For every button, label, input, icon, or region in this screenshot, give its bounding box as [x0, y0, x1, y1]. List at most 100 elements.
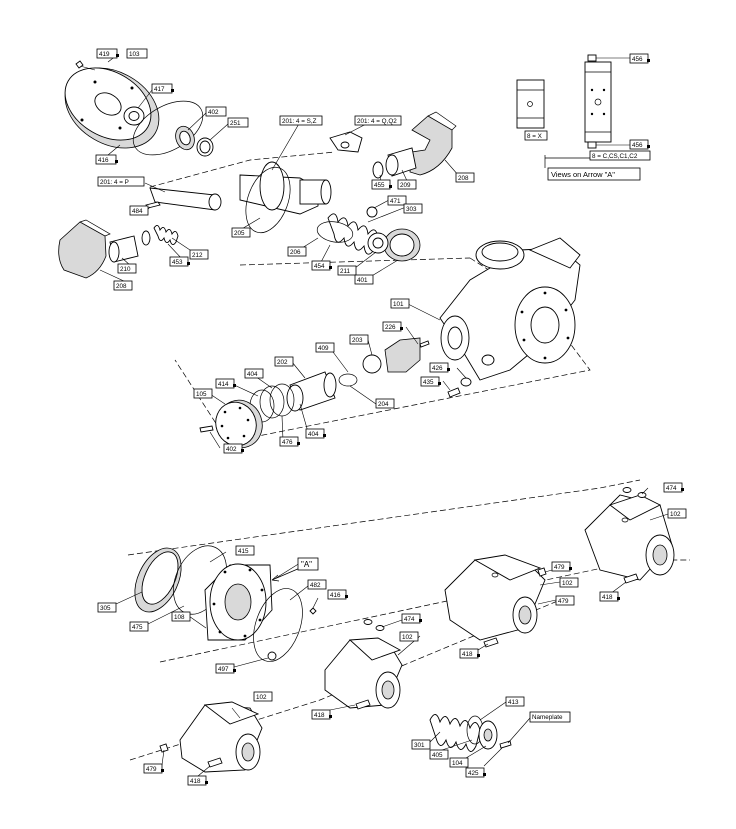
fitting-479b: [159, 743, 169, 753]
label-103: 103: [126, 48, 148, 59]
pin-226: [419, 340, 430, 348]
part-number-text: 416: [98, 157, 109, 164]
label-nameplate: Nameplate: [529, 711, 571, 723]
label-201-p: 201: 4 = P: [97, 176, 145, 187]
shim-305: [134, 547, 182, 613]
part-number-text: 303: [406, 206, 417, 213]
part-number-text: 209: [400, 182, 411, 189]
label-419: 419: [96, 48, 119, 59]
label-425: 425: [465, 767, 486, 778]
part-number-text: 475: [132, 624, 143, 631]
part-number-text: 415: [238, 548, 249, 555]
part-number-text: 435: [423, 379, 434, 386]
part-number-text: 416: [330, 592, 341, 599]
label-301: 301: [411, 739, 431, 750]
label-453: 453: [169, 256, 190, 267]
label-479a: 479: [551, 561, 572, 572]
part-number-text: 497: [218, 666, 229, 673]
label-211: 211: [337, 265, 357, 276]
label-456b: 456: [629, 139, 650, 150]
arrow-a: [271, 567, 301, 582]
label-210: 210: [117, 263, 137, 274]
label-8x: 8 = X: [524, 130, 548, 141]
pin-416b: [309, 607, 317, 615]
label-206: 206: [287, 246, 307, 257]
label-212: 212: [189, 249, 209, 260]
part-number-text: 102: [670, 511, 681, 518]
label-104: 104: [449, 757, 469, 768]
part-number-text: 405: [432, 752, 443, 759]
part-number-text: 105: [196, 391, 207, 398]
label-202: 202: [274, 356, 294, 367]
part-number-text: 101: [393, 301, 404, 308]
seal-474a: [622, 487, 632, 493]
label-203: 203: [349, 334, 369, 345]
seal-497: [267, 651, 277, 661]
ring-206: [316, 221, 354, 243]
label-209: 209: [397, 179, 417, 190]
label-8c: 8 = C,CS,C1,C2: [589, 150, 651, 161]
upper-leaders: [99, 54, 467, 449]
part-number-text: 404: [247, 371, 258, 378]
part-number-text: 102: [562, 580, 573, 587]
ring-455: [372, 161, 384, 179]
label-102a: 102: [667, 508, 687, 519]
label-a: "A": [297, 557, 319, 571]
label-454: 454: [311, 260, 332, 271]
label-418c: 418: [311, 709, 332, 720]
label-303: 303: [403, 203, 423, 214]
part-number-text: 201: 4 = Q,Q2: [357, 118, 397, 125]
part-number-text: 402: [226, 446, 237, 453]
part-number-text: 205: [234, 230, 245, 237]
label-475: 475: [129, 621, 149, 632]
part-number-text: 203: [352, 337, 363, 344]
label-205: 205: [231, 227, 251, 238]
label-416b: 416: [327, 589, 348, 600]
part-number-text: 454: [314, 263, 325, 270]
part-number-text: 226: [385, 324, 396, 331]
part-number-text: 413: [508, 699, 519, 706]
part-number-text: 479: [146, 766, 157, 773]
valve-block-102c: [324, 637, 403, 709]
label-479c: 479: [143, 763, 164, 774]
coupling-210: [108, 235, 139, 263]
shaft-201-q: [329, 131, 363, 153]
part-number-text: 404: [308, 431, 319, 438]
part-number-text: 474: [404, 616, 415, 623]
fitting-479a: [537, 567, 547, 577]
part-number-text: Views on Arrow "A": [551, 170, 615, 179]
part-number-text: 456: [632, 142, 643, 149]
part-number-text: 401: [357, 277, 368, 284]
o-ring-482: [253, 588, 303, 662]
o-ring-416: [132, 100, 204, 156]
label-416: 416: [95, 154, 118, 165]
part-number-text: 453: [172, 259, 183, 266]
part-number-text: 104: [452, 760, 463, 767]
part-number-text: 419: [99, 51, 110, 58]
label-105: 105: [193, 388, 213, 399]
part-number-text: "A": [301, 560, 312, 569]
screw-418d: [207, 757, 223, 768]
label-208b: 208: [113, 280, 133, 291]
part-number-text: 418: [462, 651, 473, 658]
label-204: 204: [375, 398, 395, 409]
screw-435: [447, 387, 461, 398]
part-number-text: 305: [100, 605, 111, 612]
part-number-text: 202: [277, 359, 288, 366]
part-number-text: 108: [174, 614, 185, 621]
label-484: 484: [129, 205, 149, 216]
label-404a: 404: [244, 368, 264, 379]
part-number-text: 210: [120, 266, 131, 273]
ring-204: [338, 373, 358, 387]
part-number-text: 103: [129, 51, 140, 58]
shaft-201: [239, 161, 332, 215]
part-number-text: 409: [318, 345, 329, 352]
part-number-text: 201: 4 = S,Z: [282, 118, 317, 125]
piston-202: [286, 371, 337, 412]
seal-402: [175, 125, 195, 151]
label-418b: 418: [459, 648, 480, 659]
part-number-text: 476: [282, 439, 293, 446]
label-405: 405: [429, 749, 449, 760]
screw-402b: [199, 425, 214, 433]
